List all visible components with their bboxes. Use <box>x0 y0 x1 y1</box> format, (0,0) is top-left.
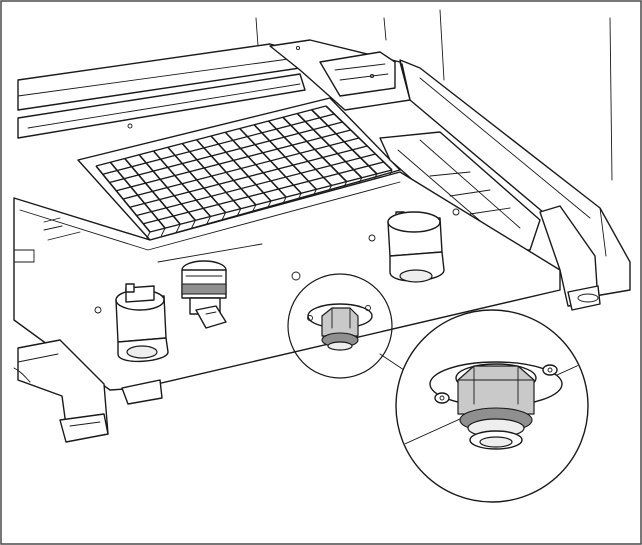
cable <box>13 367 31 383</box>
right-foot <box>539 205 601 311</box>
wall-lines <box>255 9 613 181</box>
left-connection-fitting <box>94 283 169 363</box>
gas-connection-fitting <box>181 260 227 329</box>
zoom-source-circle <box>287 273 393 379</box>
casing-top-rails <box>17 39 411 139</box>
right-connection-fitting <box>368 208 460 283</box>
highlighted-fitting <box>291 271 373 351</box>
left-foot <box>17 339 163 443</box>
zoom-detail <box>395 309 589 503</box>
